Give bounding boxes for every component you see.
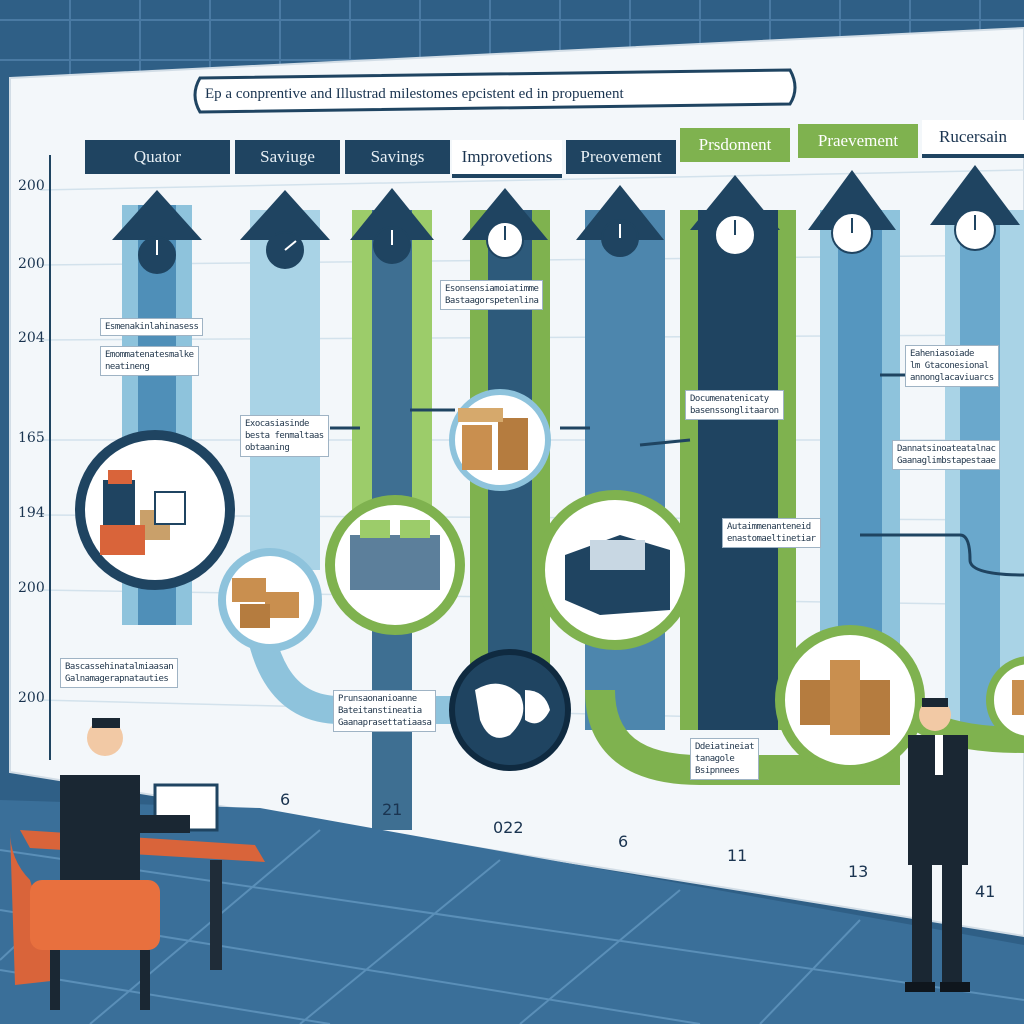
annotation-line: Emommatenatesmalke	[105, 350, 194, 360]
annotation-line: Galnamagerapnatauties	[65, 674, 169, 684]
page-title: Ep a conprentive and Illustrad milestome…	[205, 86, 624, 102]
standing-person-illustration	[905, 698, 970, 992]
annotation-line: enastomaeltinetiar	[727, 534, 816, 544]
y-label-3: 204	[18, 330, 45, 346]
annotation-line: Gaanaprasettatiaasa	[338, 718, 432, 728]
annotation-line: Documenatenicaty	[690, 394, 769, 404]
annotation-line: Ddeiatineiat	[695, 742, 755, 752]
annotation-note: Autaimmenanteneid enastomaeltinetiar	[722, 518, 821, 548]
annotation-line: Eaheniasoiade	[910, 349, 974, 359]
annotation-line: Bateitanstineatia	[338, 706, 422, 716]
annotation-line: neatineng	[105, 362, 150, 372]
column-header-8: Rucersain	[922, 120, 1024, 158]
y-label-6: 200	[18, 580, 45, 596]
column-header-6: Prsdoment	[680, 128, 790, 162]
annotation-line: lm Gtaconesional	[910, 361, 989, 371]
x-label-3: 022	[493, 818, 524, 837]
annotation-line: basenssonglitaaron	[690, 406, 779, 416]
y-label-5: 194	[18, 505, 45, 521]
annotation-line: Exocasiasinde	[245, 419, 309, 429]
annotation-line: tanagole	[695, 754, 735, 764]
annotation-line: Gaanaglimbstapestaae	[897, 456, 996, 466]
annotation-line: obtaaning	[245, 443, 290, 453]
arrow-heads	[112, 165, 1020, 240]
column-header-3: Savings	[345, 140, 450, 174]
column-header-5: Preovement	[566, 140, 676, 174]
column-header-2: Saviuge	[235, 140, 340, 174]
annotation-line: annonglacaviuarcs	[910, 373, 994, 383]
annotation-line: Esmenakinlahinasess	[105, 322, 199, 332]
annotation-note: Esonsensiamoiatimme Bastaagorspetenlina	[440, 280, 544, 310]
annotation-line: besta fenmaltaas	[245, 431, 324, 441]
annotation-note: Dannatsinoateatalnac Gaanaglimbstapestaa…	[892, 440, 1001, 470]
clock-icons	[138, 209, 996, 274]
column-header-1: Quator	[85, 140, 230, 174]
annotation-note: Eaheniasoiade lm Gtaconesional annonglac…	[905, 345, 999, 387]
y-label-1: 200	[18, 178, 45, 194]
y-label-4: 165	[18, 430, 45, 446]
annotation-line: Esonsensiamoiatimme	[445, 284, 539, 294]
annotation-line: Bascassehinatalmiaasan	[65, 662, 174, 672]
x-label-2: 21	[382, 800, 403, 819]
annotation-note: Documenatenicaty basenssonglitaaron	[685, 390, 784, 420]
column-header-7: Praevement	[798, 124, 918, 158]
annotation-note: Bascassehinatalmiaasan Galnamagerapnatau…	[60, 658, 179, 688]
annotation-note: Prunsaonanioanne Bateitanstineatia Gaana…	[333, 690, 437, 732]
seated-person-illustration	[10, 718, 265, 1010]
annotation-note: Exocasiasinde besta fenmaltaas obtaaning	[240, 415, 329, 457]
annotation-line: Bastaagorspetenlina	[445, 296, 539, 306]
y-label-2: 200	[18, 256, 45, 272]
x-label-5: 11	[727, 846, 748, 865]
y-label-7: 200	[18, 690, 45, 706]
x-label-4: 6	[618, 832, 629, 851]
annotation-note: Esmenakinlahinasess	[100, 318, 204, 336]
x-label-7: 41	[975, 882, 996, 901]
annotation-line: Dannatsinoateatalnac	[897, 444, 996, 454]
annotation-note: Ddeiatineiat tanagole Bsipnnees	[690, 738, 760, 780]
x-label-1: 6	[280, 790, 291, 809]
annotation-line: Autaimmenanteneid	[727, 522, 811, 532]
annotation-note: Emommatenatesmalke neatineng	[100, 346, 199, 376]
column-header-4: Improvetions	[452, 140, 562, 178]
annotation-line: Prunsaonanioanne	[338, 694, 417, 704]
milestone-circles	[75, 389, 1024, 775]
annotation-line: Bsipnnees	[695, 766, 740, 776]
x-label-6: 13	[848, 862, 869, 881]
